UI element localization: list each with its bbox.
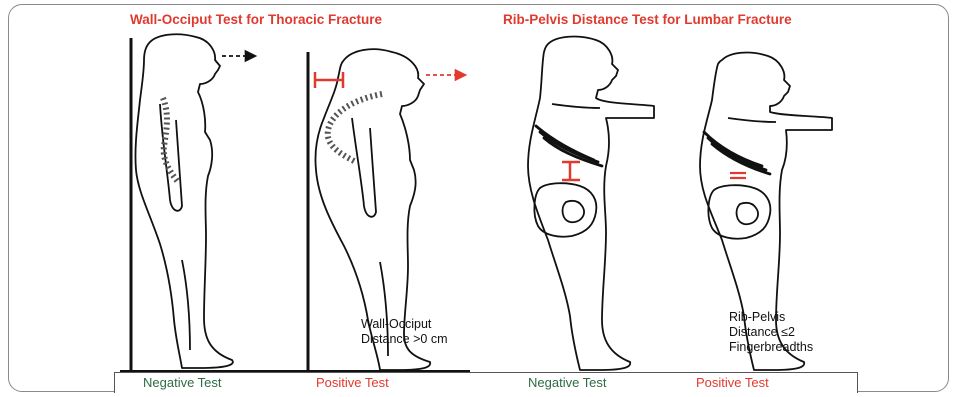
caption-positive-rib: Positive Test [696,375,769,390]
rib-note-line3: Fingerbreadths [729,340,813,355]
arm-upper [728,118,776,122]
spine-upright [163,98,178,182]
rib-note-line1: Rib-Pelvis [729,310,813,325]
spine-kyphotic [328,94,382,162]
figure-upright-negative [135,34,232,368]
arm-upper [552,104,600,108]
wall-occiput-note: Wall-Occiput Distance >0 cm [361,317,448,347]
caption-positive-wall: Positive Test [316,375,389,390]
caption-negative-wall: Negative Test [143,375,222,390]
leg-gap [182,260,190,350]
wall-note-line1: Wall-Occiput [361,317,448,332]
wall-note-line2: Distance >0 cm [361,332,448,347]
rib-pelvis-note: Rib-Pelvis Distance ≤2 Fingerbreadths [729,310,813,355]
rib-pelvis-marker-negative [562,162,580,180]
ribs-positive [704,132,770,174]
rib-pelvis-marker-positive [730,173,746,178]
figure-upright-rib-negative [528,37,654,370]
rib-note-line2: Distance ≤2 [729,325,813,340]
pelvis-inner [563,201,585,222]
ribs-negative [536,126,602,166]
arm-outline [352,118,376,217]
arm-outline [160,104,182,211]
caption-negative-rib: Negative Test [528,375,607,390]
pelvis-inner [737,203,759,224]
